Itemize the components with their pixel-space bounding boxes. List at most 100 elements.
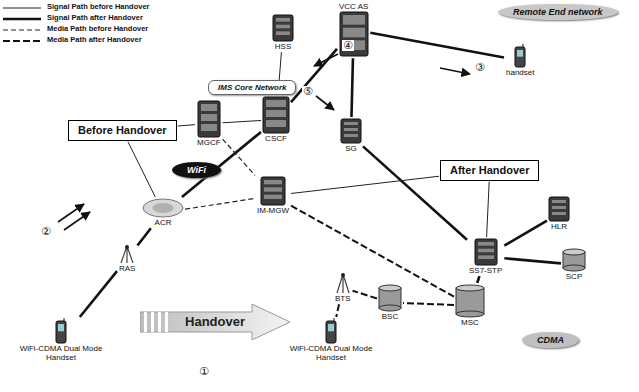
callout-arrow bbox=[440, 68, 470, 74]
dual-mode-handset: WiFi-CDMA Dual Mode Handset bbox=[8, 318, 114, 362]
node-label: MSC bbox=[460, 318, 480, 327]
equipment-icon bbox=[335, 272, 351, 294]
hlr-server: HLR bbox=[548, 196, 570, 231]
node-label: Remote End network bbox=[512, 7, 604, 17]
equipment-icon bbox=[513, 44, 527, 68]
connector bbox=[353, 291, 377, 299]
callout-arrow bbox=[316, 96, 334, 110]
callout-number: ④ bbox=[342, 40, 354, 51]
equipment-icon bbox=[142, 198, 184, 218]
handover-arrow: Handover bbox=[140, 304, 290, 340]
legend-row: Media Path after Handover bbox=[2, 35, 151, 46]
node-label: BTS bbox=[334, 294, 352, 303]
hss-server: HSS bbox=[272, 14, 294, 51]
mgcf-server: MGCF bbox=[196, 100, 222, 147]
legend-text: Media Path after Handover bbox=[46, 36, 143, 45]
acr-router: ACR bbox=[142, 198, 184, 227]
equipment-icon bbox=[548, 196, 570, 222]
legend: Signal Path before HandoverSignal Path a… bbox=[2, 2, 151, 46]
node-label: ACR bbox=[154, 218, 173, 227]
node-label: MGCF bbox=[196, 138, 222, 147]
node-label: WiFi-CDMA Dual Mode Handset bbox=[8, 344, 114, 362]
node-label: SS7-STP bbox=[468, 266, 503, 275]
connector bbox=[291, 206, 454, 297]
connector bbox=[128, 142, 155, 197]
equipment-icon bbox=[378, 284, 402, 312]
equipment-icon bbox=[340, 118, 362, 144]
node-label: RAS bbox=[118, 264, 136, 273]
callout-number: ② bbox=[40, 226, 52, 237]
connector bbox=[403, 303, 454, 305]
connector bbox=[80, 271, 117, 317]
legend-row: Signal Path before Handover bbox=[2, 2, 151, 13]
equipment-icon bbox=[197, 100, 221, 138]
sg-server: SG bbox=[340, 118, 362, 153]
equipment-icon bbox=[262, 96, 290, 134]
equipment-icon bbox=[324, 318, 338, 344]
scp-server: SCP bbox=[562, 248, 586, 281]
node-label: WiFi-CDMA Dual Mode Handset bbox=[278, 344, 384, 362]
node-label: CDMA bbox=[536, 335, 565, 345]
node-label: HSS bbox=[274, 42, 292, 51]
state-box: Before Handover bbox=[68, 120, 177, 141]
equipment-icon bbox=[474, 238, 498, 266]
node-label: SG bbox=[344, 144, 358, 153]
node-label: WiFi bbox=[186, 165, 207, 175]
connector bbox=[504, 258, 561, 263]
ss7-stp-server: SS7-STP bbox=[468, 238, 503, 275]
msc-server: MSC bbox=[455, 284, 485, 327]
connector bbox=[336, 304, 339, 317]
node-label: IM-MGW bbox=[256, 206, 290, 215]
legend-text: Media Path before Handover bbox=[46, 25, 149, 34]
cscf-server: CSCF bbox=[262, 96, 290, 143]
equipment-icon bbox=[455, 284, 485, 318]
callout-number: ① bbox=[198, 366, 210, 377]
node-label: SCP bbox=[565, 272, 583, 281]
bts-antenna: BTS bbox=[334, 272, 352, 303]
connector bbox=[370, 33, 504, 58]
node-label: Handover bbox=[184, 315, 246, 330]
legend-text: Signal Path before Handover bbox=[46, 3, 151, 12]
handset-icon: handset bbox=[505, 44, 535, 77]
connector bbox=[178, 125, 195, 126]
legend-row: Media Path before Handover bbox=[2, 24, 151, 35]
equipment-icon bbox=[119, 244, 135, 264]
node-label: CSCF bbox=[264, 134, 288, 143]
node-label: handset bbox=[505, 68, 535, 77]
dual-mode-handset: WiFi-CDMA Dual Mode Handset bbox=[278, 318, 384, 362]
callout-arrow bbox=[64, 212, 90, 230]
equipment-icon bbox=[260, 176, 286, 206]
im-mgw-server: IM-MGW bbox=[256, 176, 290, 215]
connector bbox=[487, 182, 490, 237]
network-label-box: IMS Core Network bbox=[208, 80, 296, 95]
equipment-icon bbox=[272, 14, 294, 42]
callout-number: ③ bbox=[474, 62, 486, 73]
legend-line-sample bbox=[2, 4, 42, 12]
node-label: IMS Core Network bbox=[217, 83, 287, 92]
connector bbox=[223, 120, 261, 122]
node-label: VCC AS bbox=[338, 2, 369, 11]
connector bbox=[351, 58, 352, 117]
network-pill: CDMA bbox=[522, 332, 579, 348]
connector bbox=[223, 139, 255, 175]
legend-text: Signal Path after Handover bbox=[46, 14, 144, 23]
node-label: HLR bbox=[550, 222, 568, 231]
network-pill: WiFi bbox=[172, 162, 221, 178]
connector bbox=[291, 176, 439, 193]
connector bbox=[477, 276, 479, 283]
callout-arrows bbox=[58, 54, 470, 230]
node-label: BSC bbox=[381, 312, 399, 321]
equipment-icon bbox=[562, 248, 586, 272]
ras-antenna: RAS bbox=[118, 244, 136, 273]
node-label: Before Handover bbox=[77, 124, 168, 137]
network-pill: Remote End network bbox=[498, 4, 618, 20]
node-label: After Handover bbox=[449, 164, 530, 177]
legend-row: Signal Path after Handover bbox=[2, 13, 151, 24]
connector bbox=[185, 198, 255, 209]
legend-line-sample bbox=[2, 37, 42, 45]
connector bbox=[137, 228, 150, 245]
legend-line-sample bbox=[2, 15, 42, 23]
connector bbox=[291, 49, 337, 102]
equipment-icon bbox=[54, 318, 68, 344]
